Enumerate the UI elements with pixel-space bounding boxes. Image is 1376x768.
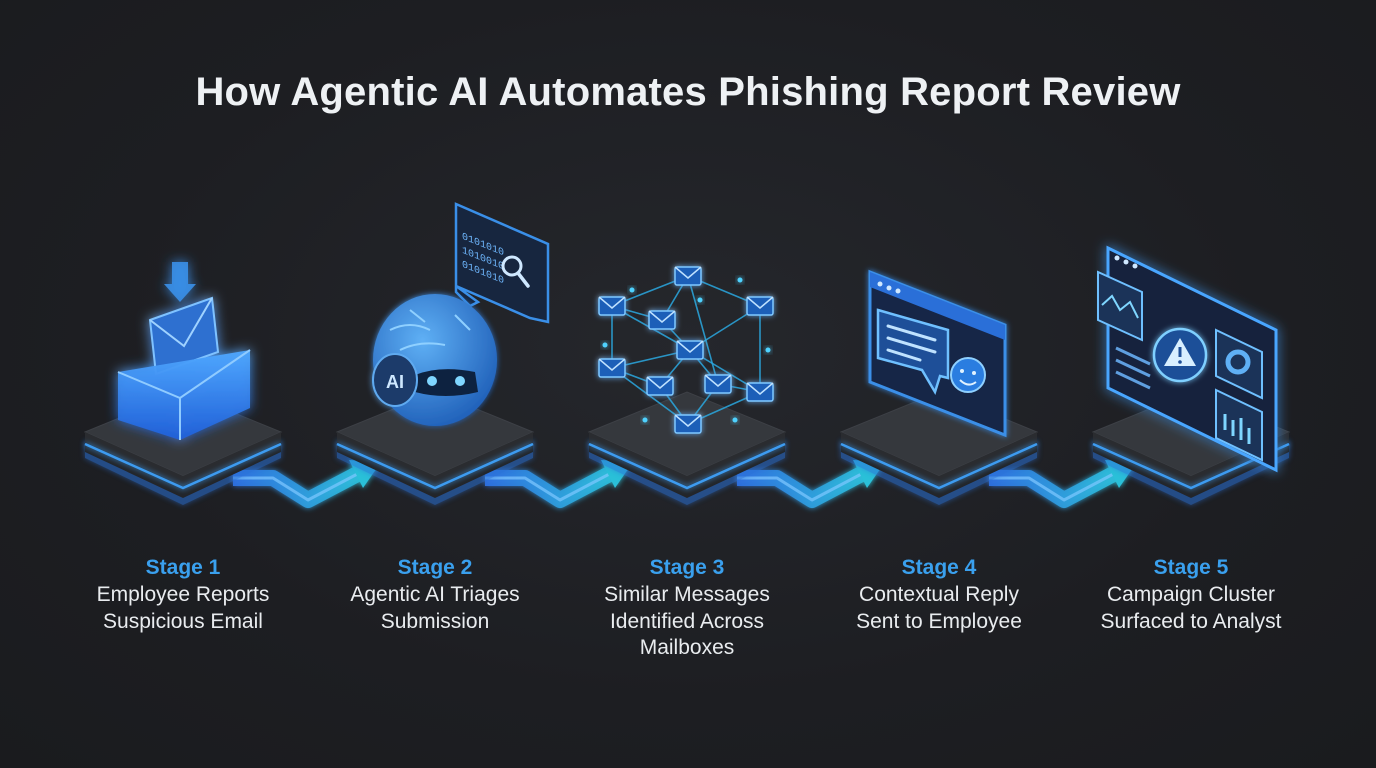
inbox-tray-icon — [117, 262, 251, 440]
envelope-icon — [648, 310, 676, 330]
chat-reply-window-icon — [868, 269, 1007, 438]
stage-description-line: Identified Across — [609, 609, 765, 633]
binary-chat-bubble: 0101010 1010010 0101010 — [454, 202, 550, 324]
network-dot — [642, 417, 648, 423]
stage-description-line: Submission — [380, 609, 490, 633]
stage-description-line: Employee Reports — [96, 583, 270, 606]
stage-description-line: Campaign Cluster — [1106, 583, 1276, 606]
stage-label: Stage 4 — [901, 556, 977, 579]
magnifier-icon — [501, 255, 523, 277]
stage-description-line: Agentic AI Triages — [350, 583, 520, 606]
stage-platform — [587, 391, 787, 505]
stage-label: Stage 5 — [1153, 556, 1229, 579]
envelope-icon — [674, 414, 702, 434]
stage-description-line: Contextual Reply — [859, 583, 1019, 606]
stage-label: Stage 1 — [145, 556, 221, 579]
stage-description-line: Suspicious Email — [103, 609, 263, 633]
network-dot — [629, 287, 635, 293]
network-link — [687, 275, 719, 385]
network-dot — [732, 417, 738, 423]
stage-description-line: Mailboxes — [639, 636, 735, 659]
envelope-icon — [704, 374, 732, 394]
network-dot — [602, 342, 608, 348]
envelope-icon — [746, 382, 774, 402]
envelope-icon — [598, 358, 626, 378]
stage-platform — [335, 391, 535, 505]
stage-label: Stage 2 — [397, 556, 473, 579]
diagram-title: How Agentic AI Automates Phishing Report… — [195, 70, 1181, 114]
ai-chip-label: AI — [386, 372, 404, 392]
network-dot — [737, 277, 743, 283]
ai-robot-head-icon: 0101010 1010010 0101010 AI — [372, 202, 550, 426]
stage-description-line: Surfaced to Analyst — [1100, 609, 1282, 633]
stage-description-line: Sent to Employee — [856, 609, 1022, 633]
envelope-icon — [646, 376, 674, 396]
envelope-icon — [746, 296, 774, 316]
envelope-icon — [676, 340, 704, 360]
envelope-icon — [598, 296, 626, 316]
envelope-icon — [674, 266, 702, 286]
analyst-dashboard-icon — [1097, 245, 1278, 473]
stage-label: Stage 3 — [649, 556, 725, 579]
stage-description-line: Similar Messages — [604, 583, 770, 606]
network-dot — [697, 297, 703, 303]
email-network-icon — [598, 266, 774, 434]
network-dot — [765, 347, 771, 353]
